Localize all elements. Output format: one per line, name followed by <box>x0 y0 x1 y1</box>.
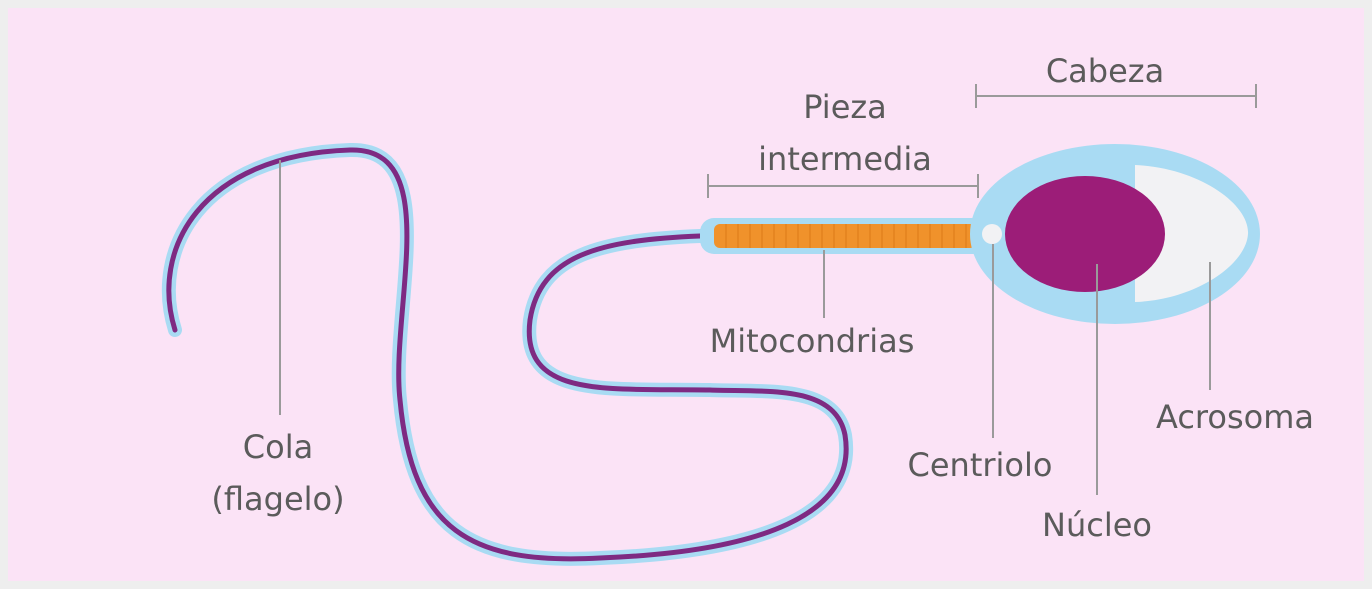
centriolo-label: Centriolo <box>908 446 1053 484</box>
cola-label-line1: Cola <box>243 428 313 466</box>
pieza-label-line1: Pieza <box>803 88 887 126</box>
pieza-label-line2: intermedia <box>758 140 932 178</box>
nucleus <box>1005 176 1165 292</box>
mitocondrias-label: Mitocondrias <box>710 322 915 360</box>
centriole <box>982 224 1002 244</box>
cabeza-label: Cabeza <box>1046 52 1164 90</box>
cola-label-line2: (flagelo) <box>211 480 344 518</box>
mitochondria-segments <box>726 224 966 248</box>
acrosoma-label: Acrosoma <box>1156 398 1314 436</box>
nucleo-label: Núcleo <box>1042 506 1152 544</box>
